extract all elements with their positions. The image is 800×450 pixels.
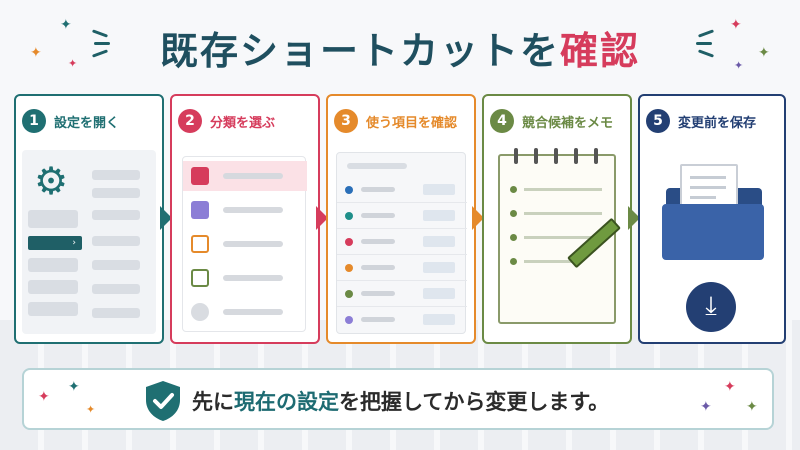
step-header: 2 分類を選ぶ bbox=[172, 96, 318, 146]
sparkle-icon: ✦ bbox=[30, 45, 42, 61]
arrow-icon bbox=[160, 206, 172, 230]
step-card-2: 2 分類を選ぶ bbox=[170, 94, 320, 344]
list-header-line bbox=[347, 163, 407, 169]
step-header: 3 使う項目を確認 bbox=[328, 96, 474, 146]
step-title: 設定を開く bbox=[54, 115, 120, 131]
message-box: ✦ ✦ ✦ 先に現在の設定を把握してから変更します。 ✦ ✦ ✦ bbox=[22, 368, 774, 430]
message-highlight: 現在の設定 bbox=[234, 390, 339, 414]
accent-dashes bbox=[91, 29, 122, 58]
settings-line bbox=[92, 284, 140, 294]
list-item[interactable] bbox=[337, 255, 467, 281]
arrow-icon bbox=[628, 206, 640, 230]
settings-block bbox=[28, 302, 78, 316]
settings-line bbox=[92, 236, 140, 246]
category-list bbox=[182, 156, 307, 332]
step-title: 使う項目を確認 bbox=[366, 115, 458, 131]
step-number: 2 bbox=[178, 109, 202, 133]
list-item[interactable] bbox=[337, 307, 467, 333]
sparkle-icon: ✦ bbox=[38, 389, 50, 405]
category-item[interactable] bbox=[183, 229, 307, 259]
table-icon bbox=[191, 269, 209, 287]
sparkle-icon: ✦ bbox=[700, 399, 712, 415]
category-item[interactable] bbox=[183, 297, 307, 327]
arrow-icon bbox=[472, 206, 484, 230]
settings-line bbox=[92, 260, 140, 270]
page-title: 既存ショートカットを確認 bbox=[0, 20, 800, 75]
sparkle-icon: ✦ bbox=[746, 399, 758, 415]
step-card-3: 3 使う項目を確認 bbox=[326, 94, 476, 344]
list-item[interactable] bbox=[337, 177, 467, 203]
step-header: 4 競合候補をメモ bbox=[484, 96, 630, 146]
download-icon[interactable]: ⤓ bbox=[686, 282, 736, 332]
sparkle-icon: ✦ bbox=[68, 379, 80, 395]
more-icon bbox=[191, 303, 209, 321]
header: ✦ ✦ ✦ 既存ショートカットを確認 ✦ ✦ ✦ bbox=[0, 8, 800, 83]
sparkle-icon: ✦ bbox=[86, 403, 96, 416]
settings-line bbox=[92, 308, 140, 318]
arrow-icon bbox=[316, 206, 328, 230]
settings-line bbox=[92, 210, 140, 220]
sparkle-icon: ✦ bbox=[734, 59, 744, 72]
shield-check-icon bbox=[146, 381, 180, 421]
sparkle-icon: ✦ bbox=[724, 379, 736, 395]
category-item-selected[interactable] bbox=[183, 161, 307, 191]
steps-row: 1 設定を開く ⚙ › 2 分類を選ぶ bbox=[14, 94, 786, 344]
message-part-1: 先に bbox=[192, 390, 234, 414]
keyboard-icon bbox=[191, 201, 209, 219]
step-card-5: 5 変更前を保存 ⤓ bbox=[638, 94, 786, 344]
monitor-icon bbox=[191, 235, 209, 253]
title-main: 既存ショートカットを bbox=[159, 29, 560, 73]
step-card-1: 1 設定を開く ⚙ › bbox=[14, 94, 164, 344]
step-number: 4 bbox=[490, 109, 514, 133]
folder-front-icon bbox=[662, 204, 764, 260]
list-item[interactable] bbox=[337, 229, 467, 255]
category-item[interactable] bbox=[183, 263, 307, 293]
gear-icon: ⚙ bbox=[34, 159, 69, 203]
step-title: 変更前を保存 bbox=[678, 115, 757, 131]
sparkle-icon: ✦ bbox=[68, 57, 78, 70]
settings-line bbox=[92, 170, 140, 180]
accent-dashes bbox=[690, 29, 720, 58]
settings-block bbox=[28, 280, 78, 294]
step-number: 5 bbox=[646, 109, 670, 133]
selected-menu-row[interactable]: › bbox=[28, 236, 82, 250]
sparkle-icon: ✦ bbox=[730, 17, 742, 33]
category-item[interactable] bbox=[183, 195, 307, 225]
settings-window: ⚙ › bbox=[22, 150, 156, 334]
step-header: 5 変更前を保存 bbox=[640, 96, 784, 146]
sparkle-icon: ✦ bbox=[60, 17, 72, 33]
settings-line bbox=[92, 188, 140, 198]
step-card-4: 4 競合候補をメモ bbox=[482, 94, 632, 344]
grid-icon bbox=[191, 167, 209, 185]
step-header: 1 設定を開く bbox=[16, 96, 162, 146]
step-title: 競合候補をメモ bbox=[522, 115, 614, 131]
settings-block bbox=[28, 210, 78, 228]
step-title: 分類を選ぶ bbox=[210, 115, 276, 131]
settings-block bbox=[28, 258, 78, 272]
step-number: 3 bbox=[334, 109, 358, 133]
shortcut-list bbox=[336, 152, 467, 334]
message-part-3: を把握してから変更します。 bbox=[339, 390, 610, 414]
sparkle-icon: ✦ bbox=[758, 45, 770, 61]
list-item[interactable] bbox=[337, 281, 467, 307]
list-item[interactable] bbox=[337, 203, 467, 229]
step-number: 1 bbox=[22, 109, 46, 133]
title-accent: 確認 bbox=[560, 29, 641, 73]
message-text: 先に現在の設定を把握してから変更します。 bbox=[192, 386, 609, 416]
